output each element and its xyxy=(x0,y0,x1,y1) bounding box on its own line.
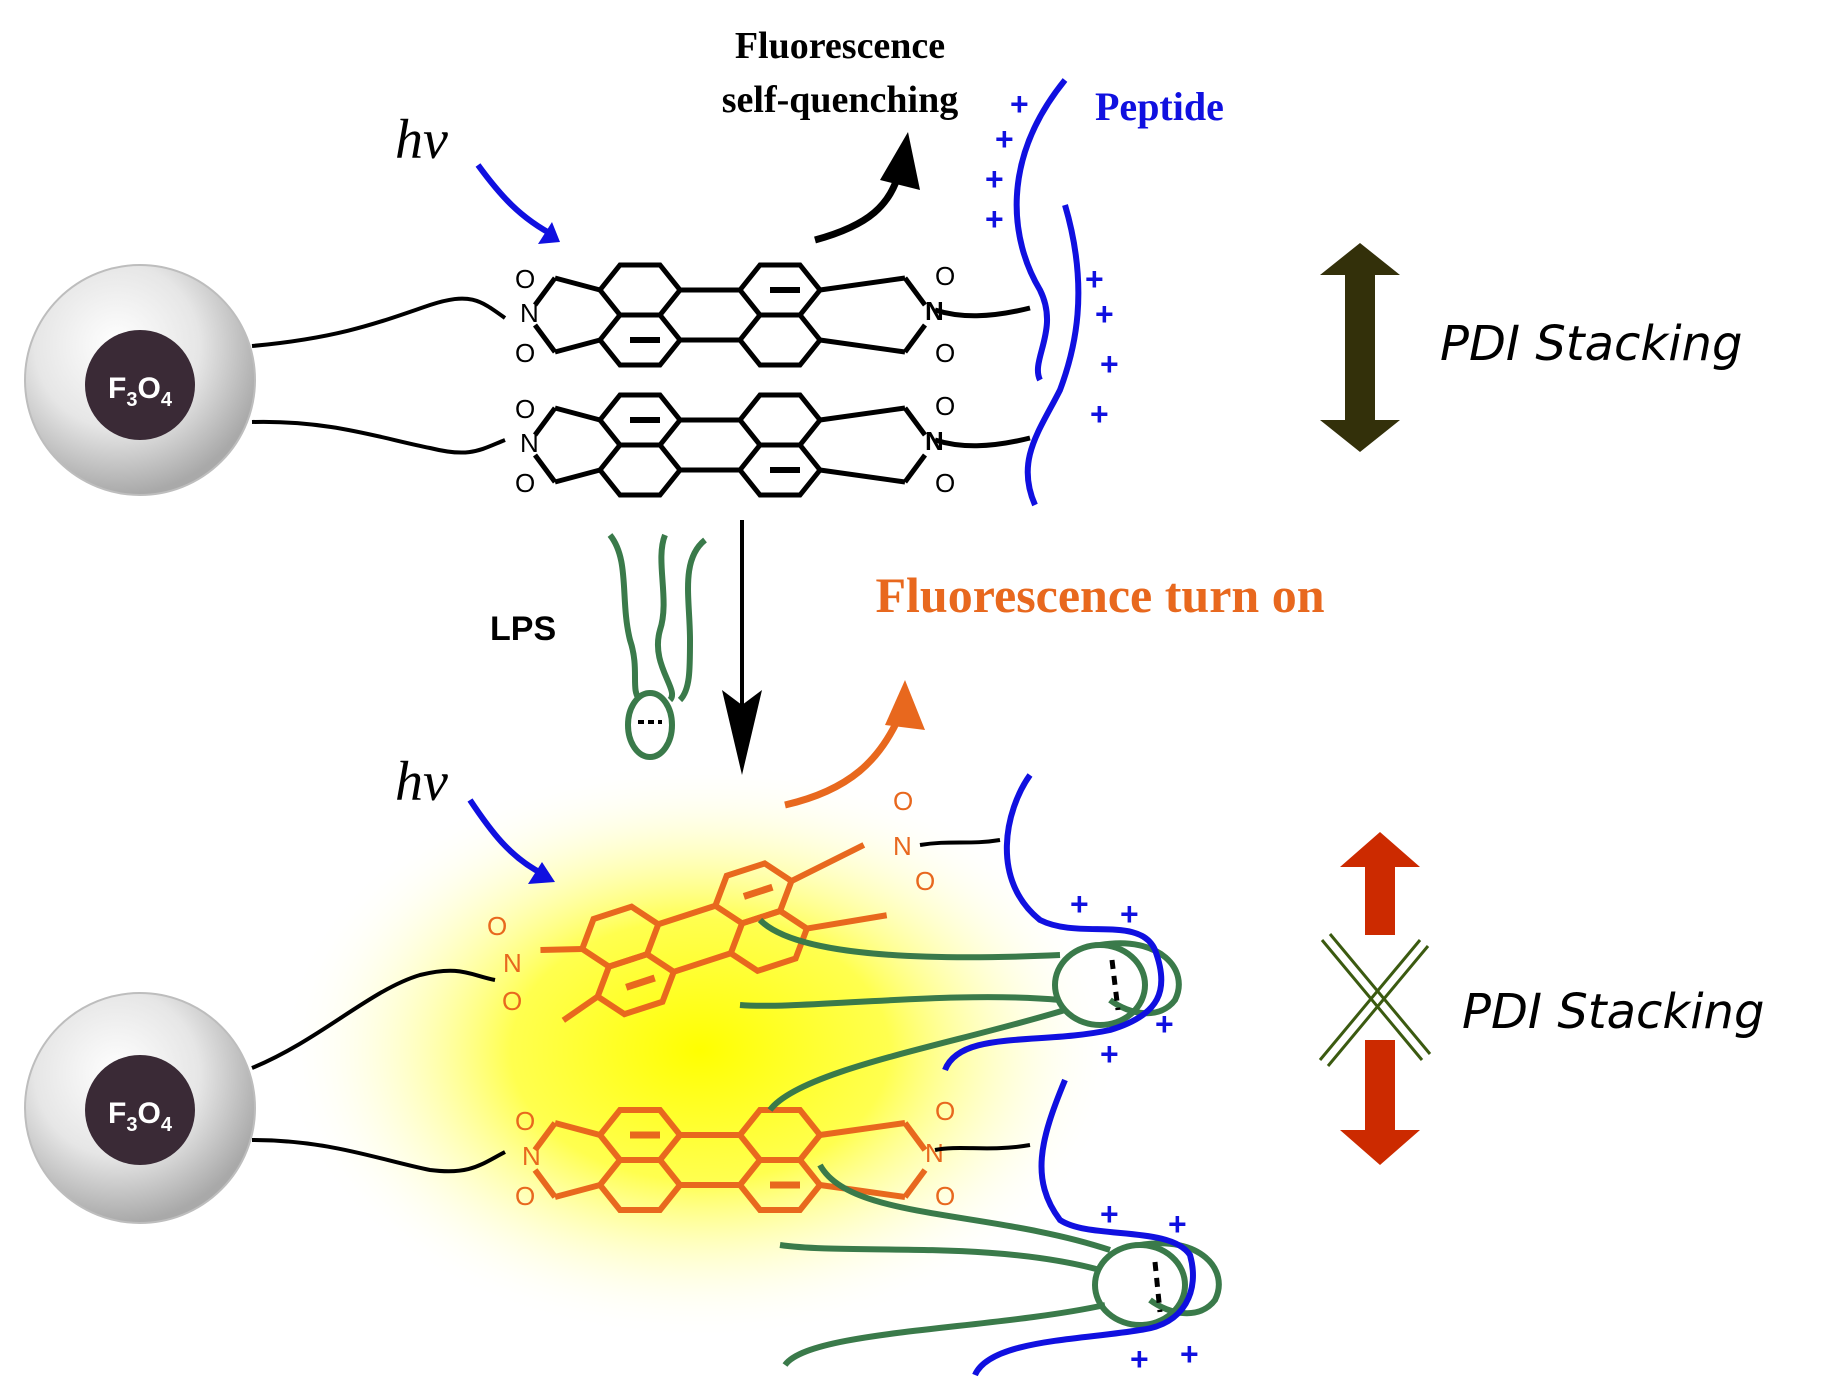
lps-label: LPS xyxy=(490,610,556,648)
atom-n: N xyxy=(503,948,522,978)
excitation-arrow-top xyxy=(475,163,557,239)
atom-o: O xyxy=(935,1096,955,1126)
particle-label-top: F3O4 xyxy=(108,372,173,411)
stacking-arrow-down xyxy=(1340,1040,1420,1165)
atom-n: N xyxy=(925,426,944,456)
peptide-strand-bottom-1 xyxy=(942,773,1165,1072)
atom-o: O xyxy=(515,468,535,498)
peptide-label: Peptide xyxy=(1095,84,1224,129)
atom-o: O xyxy=(515,1181,535,1211)
plus-charge: + xyxy=(1168,1206,1187,1242)
atom-o: O xyxy=(935,1181,955,1211)
atom-n: N xyxy=(925,1138,944,1168)
atom-o: O xyxy=(935,468,955,498)
linker-bottom-1 xyxy=(251,968,496,1070)
pdi-stacking-label-top: PDI Stacking xyxy=(1440,316,1742,372)
atom-n: N xyxy=(893,831,912,861)
pdi-molecule-bottom-1 xyxy=(540,842,888,1023)
peptide-strand-top-1 xyxy=(1013,78,1068,382)
plus-charge: + xyxy=(985,161,1004,197)
turn-on-label: Fluorescence turn on xyxy=(875,567,1324,623)
linker-top-2 xyxy=(251,419,506,455)
linker-bottom-right-1 xyxy=(919,838,1001,847)
atom-o: O xyxy=(515,338,535,368)
pdi-stacking-label-bottom: PDI Stacking xyxy=(1462,984,1764,1040)
blocked-cross xyxy=(1318,933,1432,1067)
nanoparticle-top: F3O4 xyxy=(24,264,256,496)
quench-label-line1: Fluorescence xyxy=(735,25,945,67)
atom-o: O xyxy=(515,394,535,424)
lps-bound-lower xyxy=(779,1163,1222,1368)
atom-n: N xyxy=(925,296,944,326)
atom-o: O xyxy=(935,261,955,291)
hv-label-bottom: hv xyxy=(395,751,448,813)
plus-charge: + xyxy=(1100,346,1119,382)
peptide-strand-top-2 xyxy=(1024,204,1082,507)
atom-o: O xyxy=(515,264,535,294)
atom-o: O xyxy=(487,911,507,941)
plus-charge: + xyxy=(1090,396,1109,432)
pdi-atoms-bottom-2: O N O O N O xyxy=(515,1096,955,1211)
atom-n: N xyxy=(520,298,539,328)
excitation-arrowhead-top xyxy=(538,222,560,244)
hv-label-top: hv xyxy=(395,109,448,171)
lps-charge-dash-upper xyxy=(1109,959,1121,1011)
linker-top-1 xyxy=(251,296,507,348)
plus-charge: + xyxy=(1130,1341,1149,1377)
nanoparticle-bottom: F3O4 xyxy=(24,992,256,1224)
plus-charge: + xyxy=(985,201,1004,237)
atom-o: O xyxy=(893,786,913,816)
quench-label-line2: self-quenching xyxy=(722,79,958,121)
stacking-arrow-double xyxy=(1320,243,1400,452)
lps-molecule xyxy=(607,533,708,760)
atom-n: N xyxy=(522,1141,541,1171)
plus-charge: + xyxy=(1095,296,1114,332)
reaction-arrowhead xyxy=(722,690,762,775)
pdi-molecule-bottom-2 xyxy=(532,1107,928,1213)
lps-bound-upper xyxy=(739,917,1182,1112)
excitation-arrowhead-bottom xyxy=(528,862,555,884)
plus-charge: + xyxy=(1100,1036,1119,1072)
atom-o: O xyxy=(935,338,955,368)
atom-o: O xyxy=(502,986,522,1016)
atom-o: O xyxy=(515,1106,535,1136)
emission-arrow xyxy=(784,713,904,809)
plus-charge: + xyxy=(1085,261,1104,297)
quench-arrowhead xyxy=(880,132,920,190)
lps-charge-dash-lower xyxy=(1152,1261,1163,1313)
plus-charge: + xyxy=(1155,1006,1174,1042)
linker-bottom-2 xyxy=(251,1138,506,1174)
plus-charge: + xyxy=(1120,896,1139,932)
peptide-strand-bottom-2 xyxy=(972,1078,1196,1377)
pdi-atoms-top-1: O N O O N O xyxy=(515,261,955,368)
pdi-molecule-top-2 xyxy=(532,392,1031,498)
particle-label-bottom: F3O4 xyxy=(108,1097,173,1136)
charges-bottom: + + + + + + + + xyxy=(1070,886,1199,1377)
pdi-atoms-bottom-1: O N O O N O xyxy=(487,786,935,1016)
atom-n: N xyxy=(520,428,539,458)
pdi-atoms-top-2: O N O O N O xyxy=(515,391,955,498)
stacking-arrow-up xyxy=(1340,832,1420,935)
plus-charge: + xyxy=(1100,1196,1119,1232)
plus-charge: + xyxy=(1070,886,1089,922)
atom-o: O xyxy=(935,391,955,421)
plus-charge: + xyxy=(1180,1336,1199,1372)
excitation-arrow-bottom xyxy=(467,798,547,878)
emission-arrowhead xyxy=(885,680,925,730)
plus-charge: + xyxy=(995,121,1014,157)
atom-o: O xyxy=(915,866,935,896)
pdi-molecule-top-1 xyxy=(532,262,1031,368)
plus-charge: + xyxy=(1010,86,1029,122)
charges-top: + + + + + + + + xyxy=(985,86,1119,432)
linker-bottom-right-2 xyxy=(934,1143,1031,1152)
